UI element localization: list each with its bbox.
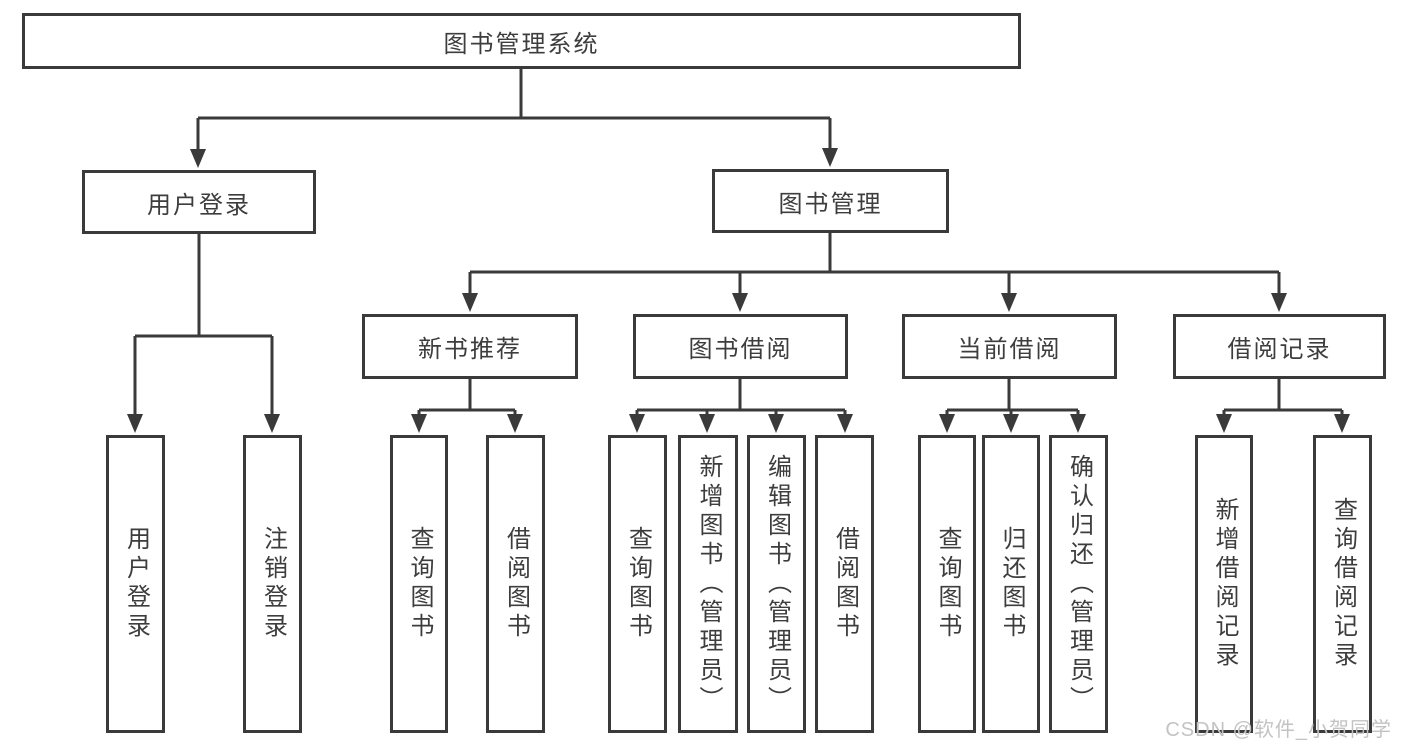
node-borrow-records-label: 借阅记录 [1227,336,1332,363]
node-user-login: 用户登录 [82,170,316,234]
leaf-records-add: 新增借阅记录 [1195,435,1253,733]
leaf-records-query-label: 查询借阅记录 [1329,497,1357,671]
node-new-books-label: 新书推荐 [418,336,522,363]
node-new-books: 新书推荐 [362,314,578,379]
watermark-text: CSDN @软件_小贺同学 [1165,719,1392,741]
arrowhead-icons [127,148,1350,433]
node-root-label: 图书管理系统 [443,30,600,58]
node-book-borrow: 图书借阅 [633,314,848,379]
leaf-user-login-label: 用户登录 [122,526,150,642]
connector-shafts [133,69,1344,417]
leaf-borrow-borrow: 借阅图书 [815,435,874,733]
node-current-borrow-label: 当前借阅 [957,336,1062,363]
leaf-records-add-label: 新增借阅记录 [1211,497,1238,671]
leaf-newbooks-borrow-label: 借阅图书 [502,526,530,642]
leaf-borrow-add-admin-label: 新增图书（管理员） [695,453,722,715]
node-borrow-records: 借阅记录 [1173,314,1386,379]
leaf-current-return-label: 归还图书 [998,526,1025,642]
leaf-current-confirm-admin-label: 确认归还（管理员） [1065,453,1093,715]
leaf-borrow-query: 查询图书 [608,435,667,733]
leaf-current-query-label: 查询图书 [934,526,961,642]
leaf-borrow-edit-admin-label: 编辑图书（管理员） [763,453,791,715]
leaf-current-confirm-admin: 确认归还（管理员） [1049,435,1108,733]
leaf-newbooks-borrow: 借阅图书 [486,435,545,733]
node-book-management-label: 图书管理 [778,190,883,218]
leaf-user-login: 用户登录 [106,435,165,733]
node-book-borrow-label: 图书借阅 [688,336,793,363]
node-book-management: 图书管理 [712,169,949,233]
node-current-borrow: 当前借阅 [902,314,1117,379]
node-user-login-label: 用户登录 [147,191,251,219]
leaf-borrow-borrow-label: 借阅图书 [831,526,859,642]
leaf-records-query: 查询借阅记录 [1313,435,1372,733]
leaf-logout-label: 注销登录 [259,526,287,642]
leaf-borrow-add-admin: 新增图书（管理员） [678,435,738,733]
leaf-borrow-query-label: 查询图书 [624,526,652,642]
leaf-borrow-edit-admin: 编辑图书（管理员） [747,435,806,733]
leaf-newbooks-query: 查询图书 [390,435,448,733]
leaf-current-query: 查询图书 [918,435,976,733]
leaf-newbooks-query-label: 查询图书 [406,526,433,642]
leaf-logout: 注销登录 [243,435,302,733]
leaf-current-return: 归还图书 [982,435,1040,733]
node-root: 图书管理系统 [22,13,1021,69]
